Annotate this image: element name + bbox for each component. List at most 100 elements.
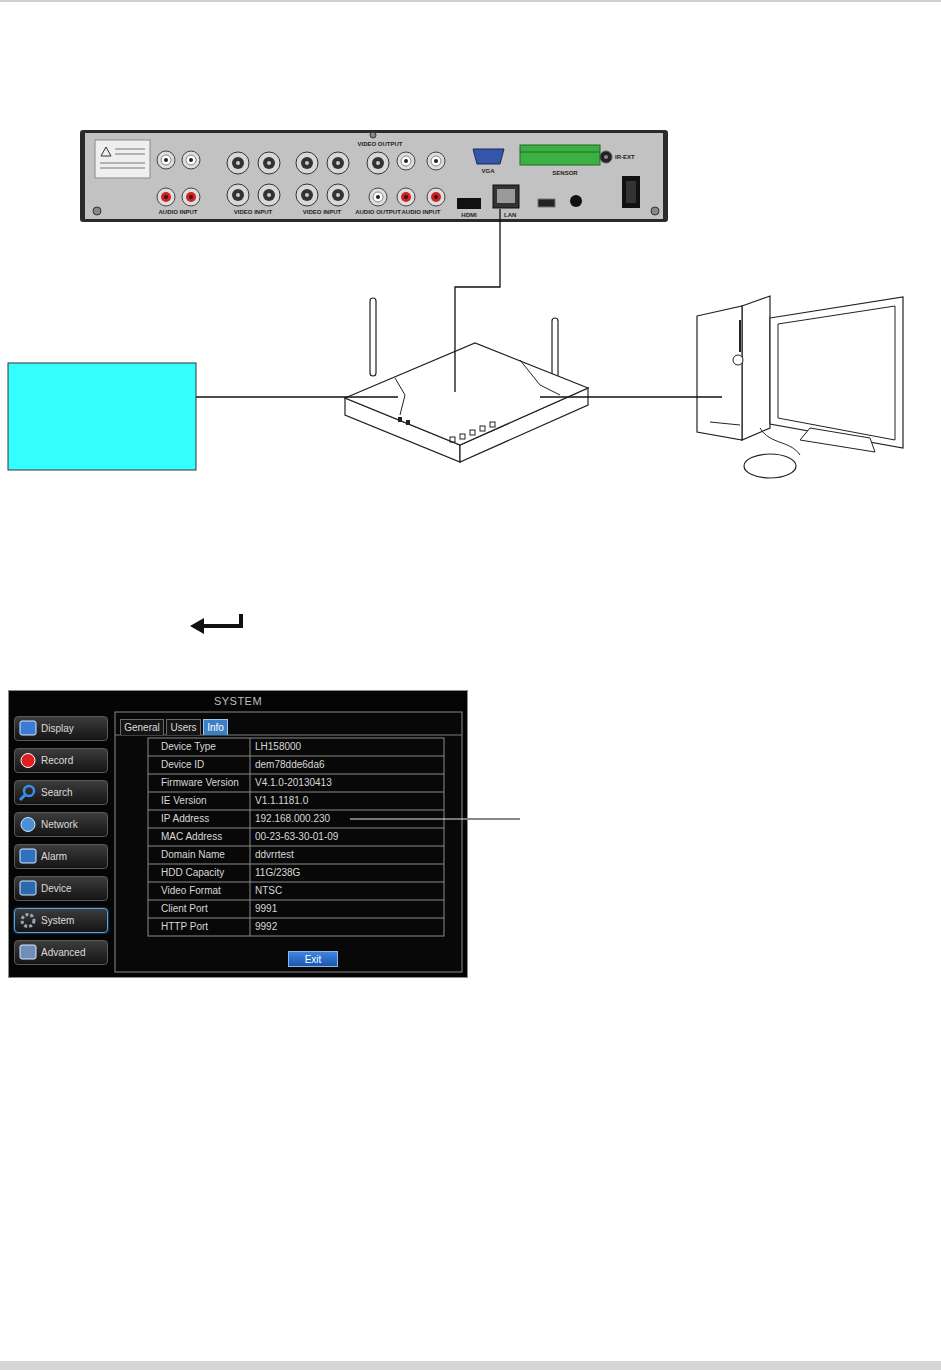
port-label: VGA — [481, 168, 494, 174]
menu-icon — [18, 847, 38, 866]
button-label: Alarm — [41, 845, 105, 868]
button-label: Users — [167, 720, 200, 735]
table-key: HTTP Port — [161, 918, 247, 936]
table-rule — [250, 738, 251, 936]
rca-jack — [182, 188, 200, 206]
menu-button: Record — [14, 748, 108, 773]
router-led — [406, 420, 410, 425]
table-value: 192.168.000.230 — [255, 810, 440, 828]
cables — [196, 209, 722, 397]
rca-jack — [157, 188, 175, 206]
dvr-frame — [80, 130, 668, 222]
sticker-line — [100, 168, 145, 169]
bnc-connector — [327, 184, 349, 206]
power-switch — [622, 176, 640, 208]
table-key: Video Format — [161, 882, 247, 900]
table-rule — [148, 792, 444, 793]
menu-button: Search — [14, 780, 108, 805]
table-rule — [148, 756, 444, 757]
rca-jack — [427, 188, 445, 206]
dc-jack — [570, 195, 582, 207]
ir-jack-hole — [604, 155, 608, 159]
menu-icon — [18, 943, 38, 962]
menu-icon — [18, 879, 38, 898]
port-label: VIDEO INPUT — [303, 209, 341, 215]
table-key: IP Address — [161, 810, 247, 828]
icon-part — [20, 881, 36, 895]
vga-port — [473, 149, 504, 164]
hdmi-port — [457, 198, 481, 209]
info-table — [148, 738, 444, 936]
bnc-connector — [367, 152, 389, 174]
dvr-face — [85, 133, 663, 219]
table-value: 9991 — [255, 900, 440, 918]
port-label: HDMI — [461, 212, 476, 218]
bnc-connector — [258, 152, 280, 174]
bnc-connector — [296, 184, 318, 206]
tab: General — [120, 719, 164, 735]
menu-button: System — [14, 908, 108, 933]
window-title: SYSTEM — [9, 694, 467, 708]
menu-button: Alarm — [14, 844, 108, 869]
bnc-connector — [227, 152, 249, 174]
table-key: MAC Address — [161, 828, 247, 846]
caution-sign — [101, 147, 111, 156]
button-label: Display — [41, 717, 105, 740]
bnc-connector — [327, 152, 349, 174]
enter-arrow-line — [202, 614, 241, 626]
port-label: AUDIO INPUT — [402, 209, 441, 215]
button-label: Advanced — [41, 941, 105, 964]
button-label: General — [121, 720, 163, 735]
menu-button: Advanced — [14, 940, 108, 965]
router-led — [480, 426, 485, 431]
terminal-line — [520, 152, 600, 153]
screw — [370, 132, 376, 138]
content-panel — [115, 712, 462, 972]
table-value: NTSC — [255, 882, 440, 900]
rca-jack — [157, 151, 175, 169]
button-label: Device — [41, 877, 105, 900]
port-label: SENSOR — [552, 170, 577, 176]
icon-part — [20, 945, 36, 959]
sticker-line — [115, 154, 145, 155]
sticker-line — [100, 163, 145, 164]
table-value: 9992 — [255, 918, 440, 936]
menu-button: Network — [14, 812, 108, 837]
monitor-stand — [800, 428, 875, 452]
dvr-rear-panel — [80, 130, 668, 222]
internet-box — [8, 363, 196, 470]
page-rule — [0, 0, 941, 2]
usb-port — [538, 199, 555, 207]
menu-icon — [18, 911, 38, 930]
lan-cable — [455, 209, 500, 392]
router-led — [398, 417, 402, 422]
router-led — [490, 422, 495, 427]
tab: Info — [203, 719, 228, 735]
rca-jack — [397, 188, 415, 206]
button-label: Record — [41, 749, 105, 772]
tab: Users — [166, 719, 201, 735]
router-led — [460, 434, 465, 439]
table-rule — [148, 864, 444, 865]
enter-key-symbol — [190, 614, 241, 634]
port-label: AUDIO OUTPUT — [355, 209, 401, 215]
port-label: AUDIO INPUT — [159, 209, 198, 215]
screw — [93, 207, 101, 215]
leader-line — [350, 818, 467, 819]
table-rule — [148, 918, 444, 919]
rca-jack — [369, 188, 387, 206]
icon-part — [21, 754, 35, 768]
port-label: VIDEO INPUT — [234, 209, 272, 215]
sticker-line — [115, 149, 145, 150]
bnc-connector — [227, 184, 249, 206]
menu-window: SYSTEM DisplayRecordSearchNetworkAlarmDev… — [8, 690, 468, 978]
bnc-connector — [258, 184, 280, 206]
tower-front — [697, 306, 742, 440]
menu-icon — [18, 751, 38, 770]
page-band — [0, 1361, 941, 1370]
rca-jack — [397, 152, 415, 170]
icon-part — [21, 818, 35, 832]
enter-arrow-head — [190, 618, 204, 634]
